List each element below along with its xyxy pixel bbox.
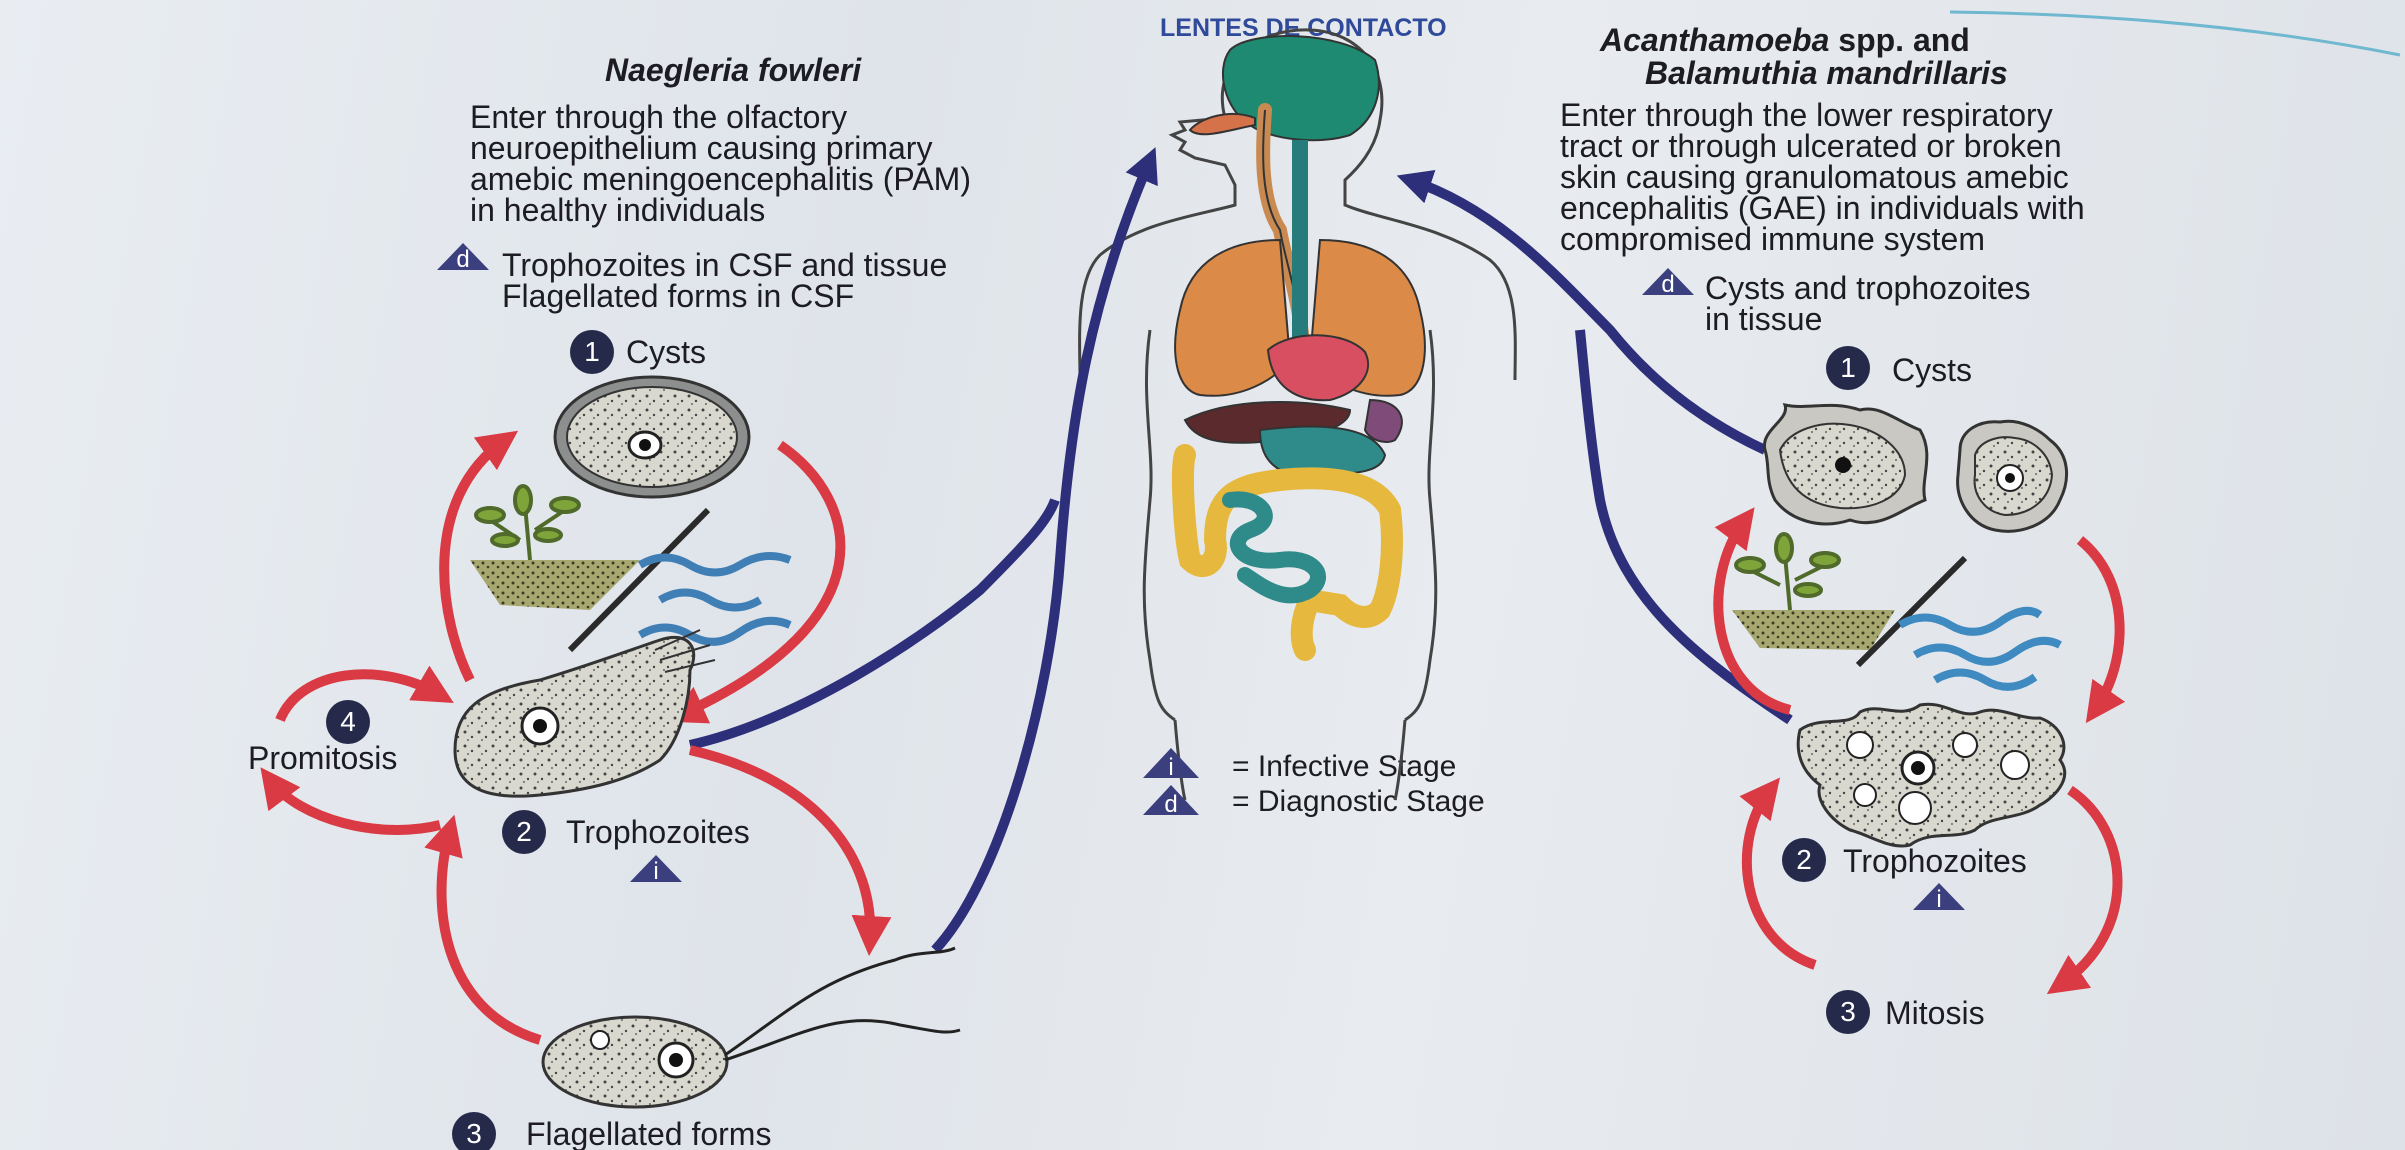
left-diagnostic-marker-letter: d <box>456 246 469 273</box>
right-trophozoite <box>1798 704 2064 846</box>
right-infective-marker-letter: i <box>1936 886 1941 913</box>
right-diagnostic-marker-letter: d <box>1661 271 1674 298</box>
decor-line <box>1950 12 2400 55</box>
left-environment <box>470 486 790 650</box>
right-environment <box>1732 534 2060 687</box>
left-trophozoite <box>455 630 715 796</box>
legend-infective-marker-letter: i <box>1168 754 1173 781</box>
legend-diagnostic-marker-letter: d <box>1164 791 1177 818</box>
right-cysts <box>1764 405 2066 531</box>
left-infective-marker-letter: i <box>653 858 658 885</box>
small-intestine <box>1230 499 1318 595</box>
left-cyst <box>555 377 749 497</box>
left-flagellated-form <box>543 948 960 1107</box>
heart <box>1268 335 1368 400</box>
organs <box>1175 36 1425 650</box>
